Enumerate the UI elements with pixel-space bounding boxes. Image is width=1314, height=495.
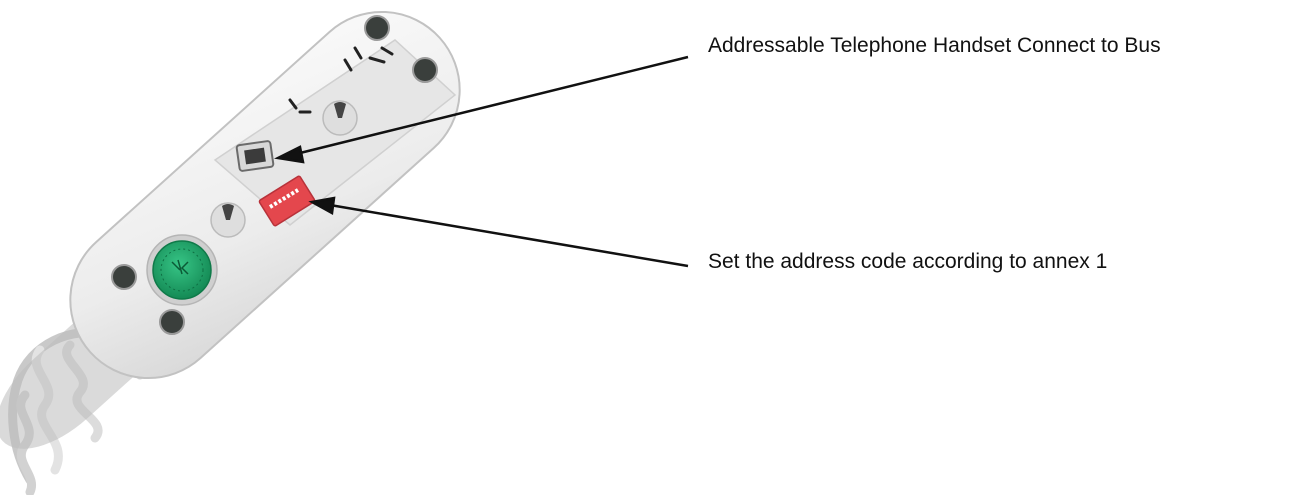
arrowhead-icon	[308, 196, 336, 215]
rj-jack-icon	[235, 140, 275, 172]
rubber-foot-icon	[412, 57, 438, 83]
dip-switch-icon	[258, 175, 316, 227]
callout-label-address: Set the address code according to annex …	[708, 250, 1108, 273]
arrowhead-icon	[273, 145, 305, 164]
rubber-foot-icon	[159, 309, 185, 335]
callout-line-connect	[295, 55, 689, 156]
keyhole-slot-icons	[210, 100, 358, 238]
callout-arrows	[273, 55, 689, 268]
callout-label-connect: Addressable Telephone Handset Connect to…	[708, 34, 1161, 57]
rubber-foot-icons	[111, 15, 438, 335]
rubber-foot-icon	[111, 264, 137, 290]
callout-line-address	[329, 203, 689, 268]
speaker-icon	[146, 234, 218, 306]
rubber-foot-icon	[364, 15, 390, 41]
